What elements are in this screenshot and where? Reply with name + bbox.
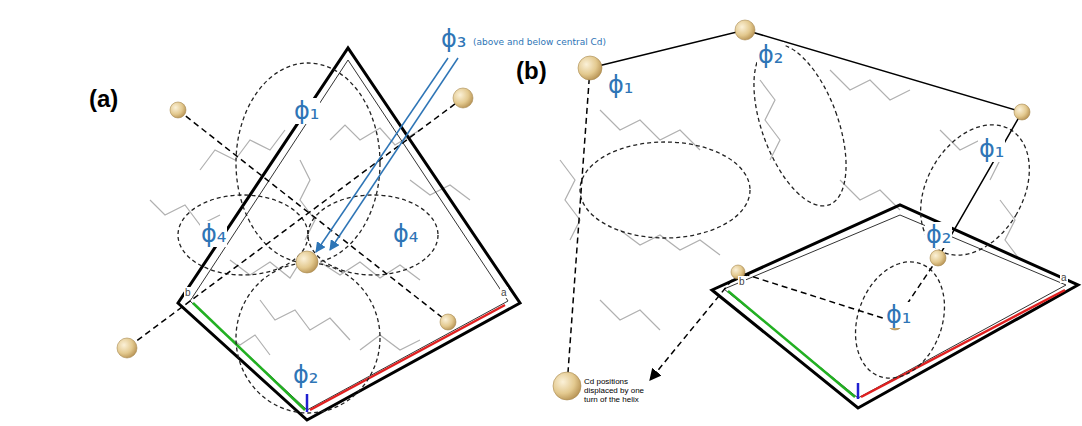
cd-atom: [117, 338, 137, 358]
pore-label: ϕ₂: [925, 222, 952, 248]
panel-label: (b): [515, 58, 548, 84]
cd-atom: [578, 56, 602, 80]
pore-ellipse: [840, 249, 960, 390]
pore-ellipse: [178, 195, 308, 275]
phi3-pointers: [316, 58, 458, 252]
cell-edge: [724, 215, 1066, 398]
cd-atom: [553, 372, 581, 400]
ligand: [320, 262, 420, 280]
ligand: [300, 160, 315, 240]
cd-atom: [170, 102, 186, 118]
note: (above and below central Cd): [472, 38, 607, 48]
pore-label: ϕ₂: [292, 362, 319, 388]
cd-link: [178, 110, 448, 322]
ligand: [360, 335, 420, 350]
unit-cell: [178, 48, 520, 420]
cd-atom: [440, 314, 456, 330]
cell-outline: [712, 205, 1078, 408]
axis-label: a: [1060, 272, 1068, 283]
cd-links: [127, 30, 1022, 386]
panel-label: (a): [88, 86, 119, 112]
pore-label: ϕ₃: [440, 26, 467, 52]
cd-atoms: [117, 20, 1030, 400]
pointer-arrow: [330, 58, 458, 250]
a-axis: [310, 305, 505, 410]
ligand: [840, 180, 900, 210]
pore-label: ϕ₁: [293, 98, 320, 124]
ligand: [830, 70, 910, 100]
cd-atom: [1014, 104, 1030, 120]
note: Cd positions displaced by one turn of th…: [583, 378, 647, 404]
pore-label: ϕ₁: [978, 136, 1005, 162]
axis-label: b: [184, 287, 192, 298]
cd-link: [590, 30, 1022, 258]
cd-atom: [735, 20, 755, 40]
ligand: [600, 300, 660, 330]
ligand: [560, 160, 580, 240]
helix-arrow: [650, 280, 732, 380]
ligand-wireframe: [150, 70, 1020, 355]
ligand: [760, 80, 780, 160]
pore-label: ϕ₁: [885, 302, 912, 328]
b-axis: [193, 303, 305, 410]
pore-ellipse: [236, 263, 380, 413]
pore-outlines: [178, 32, 1052, 413]
axis-label: a: [500, 287, 508, 298]
pore-ellipse: [580, 142, 750, 238]
c-axis: [857, 383, 860, 399]
pore-label: ϕ₂: [757, 42, 784, 68]
a-axis: [861, 290, 1065, 397]
b-axis: [728, 291, 855, 397]
cell-edge: [190, 60, 508, 410]
ligand: [260, 300, 350, 340]
pore-label: ϕ₄: [392, 221, 419, 247]
cd-atom: [453, 88, 473, 108]
pointer-arrow: [316, 58, 448, 252]
axis-label: b: [738, 276, 746, 287]
cell-outline: [178, 48, 520, 420]
c-axis: [306, 394, 309, 412]
cd-atom: [930, 250, 946, 266]
cd-atom: [296, 251, 318, 273]
cd-link: [127, 98, 463, 348]
unit-cell: [712, 205, 1078, 408]
pore-label: ϕ₄: [200, 221, 227, 247]
pore-ellipse: [898, 105, 1051, 274]
pore-label: ϕ₁: [607, 72, 634, 98]
ligand: [620, 230, 720, 255]
cd-link: [567, 68, 590, 386]
